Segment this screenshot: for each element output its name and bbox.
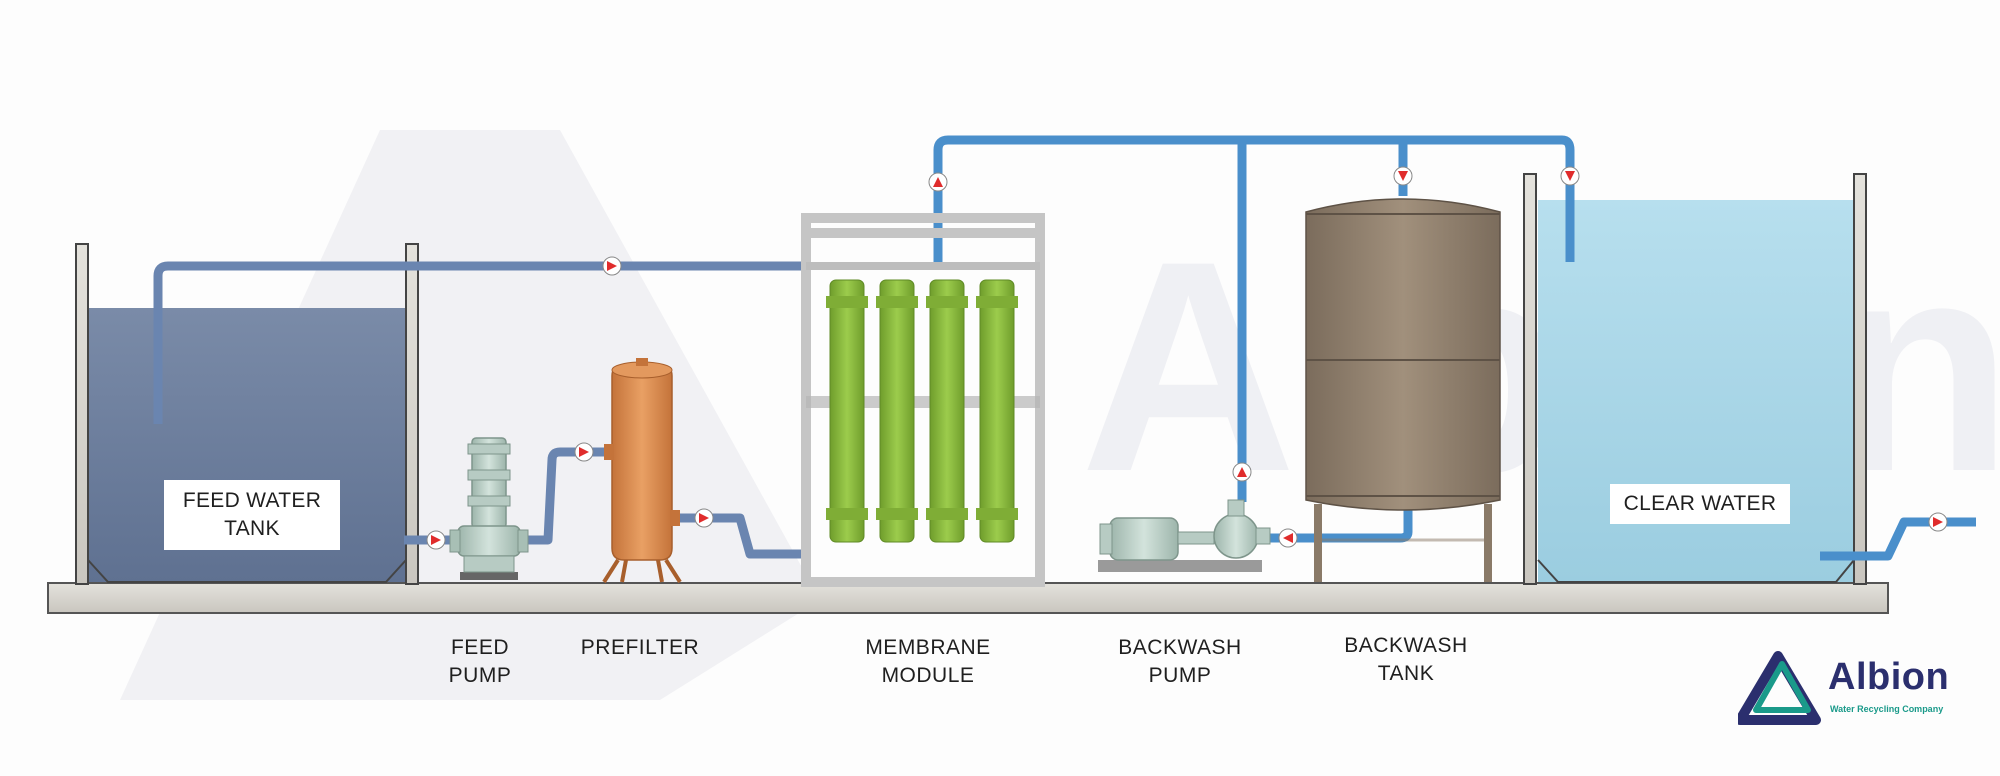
backwash-tank-label: BACKWASH TANK — [1344, 634, 1468, 685]
logo-tagline: Water Recycling Company — [1830, 704, 1944, 714]
valve-icon — [1560, 166, 1580, 186]
prefilter-vessel — [602, 358, 682, 584]
albion-logo: Albion Water Recycling Company — [1738, 640, 1958, 730]
valve-icon — [1278, 528, 1298, 548]
valve-icon — [928, 172, 948, 192]
feed-water-tank-label: FEED WATER TANK — [164, 480, 340, 550]
clear-water-label: CLEAR WATER — [1610, 484, 1790, 524]
feed-tank-wall-right — [405, 243, 419, 585]
feed-pump-label: FEED PUMP — [448, 636, 512, 687]
clear-tank-wall-right — [1853, 173, 1867, 585]
feed-tank-wall-left — [75, 243, 89, 585]
valves — [426, 166, 1948, 550]
prefilter-label: PREFILTER — [580, 636, 700, 659]
pipe-backwash-tank-to-pump — [1256, 508, 1413, 543]
membrane-cartridges — [826, 279, 1018, 543]
clear-tank-wall-left — [1523, 173, 1537, 585]
pipe-membrane-to-overhead — [933, 135, 1575, 262]
backwash-tank — [1305, 198, 1501, 582]
pipe-pump-to-prefilter — [520, 447, 612, 545]
backwash-pump — [1098, 499, 1271, 572]
backwash-pump-label: BACKWASH PUMP — [1118, 636, 1242, 687]
valve-icon — [694, 508, 714, 528]
valve-icon — [574, 442, 594, 462]
valve-icon — [1393, 166, 1413, 186]
ground-slab — [47, 582, 1889, 614]
membrane-module — [801, 213, 1045, 587]
feed-pump — [449, 437, 529, 580]
valve-icon — [426, 530, 446, 550]
pipe-feed-to-membrane — [153, 261, 806, 424]
valve-icon — [1232, 462, 1252, 482]
membrane-module-label: MEMBRANE MODULE — [865, 636, 991, 687]
clear-water-body — [1538, 200, 1854, 582]
albion-logo-icon — [1738, 651, 1821, 725]
pipe-network — [153, 135, 1976, 561]
valve-icon — [1928, 512, 1948, 532]
valve-icon — [602, 256, 622, 276]
logo-name: Albion — [1828, 656, 1950, 698]
